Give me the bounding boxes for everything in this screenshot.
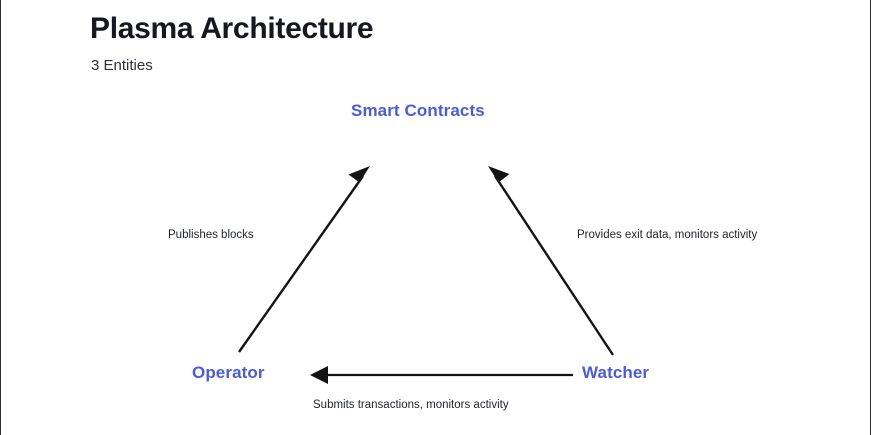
arrowhead-icon-watcher-to-smart-contracts: [488, 166, 510, 183]
edge-line-watcher-to-smart-contracts: [493, 175, 615, 356]
edge-label-operator-to-smart-contracts: Publishes blocks: [168, 229, 254, 241]
edge-label-watcher-to-smart-contracts: Provides exit data, monitors activity: [577, 229, 758, 241]
arrowhead-icon-operator-to-smart-contracts: [348, 166, 370, 183]
edge-line-operator-to-smart-contracts: [238, 175, 364, 353]
node-label-watcher[interactable]: Watcher: [582, 363, 650, 382]
edge-watcher-to-operator: [310, 366, 573, 384]
node-label-operator[interactable]: Operator: [192, 363, 265, 382]
arrowhead-icon-watcher-to-operator: [310, 366, 328, 384]
edge-label-watcher-to-operator: Submits transactions, monitors activity: [313, 399, 509, 411]
node-label-smart-contracts[interactable]: Smart Contracts: [351, 101, 485, 120]
edge-operator-to-smart-contracts: [238, 166, 370, 353]
page-subtitle: 3 Entities: [91, 57, 153, 74]
page-title: Plasma Architecture: [90, 12, 374, 45]
edge-watcher-to-smart-contracts: [488, 166, 615, 356]
